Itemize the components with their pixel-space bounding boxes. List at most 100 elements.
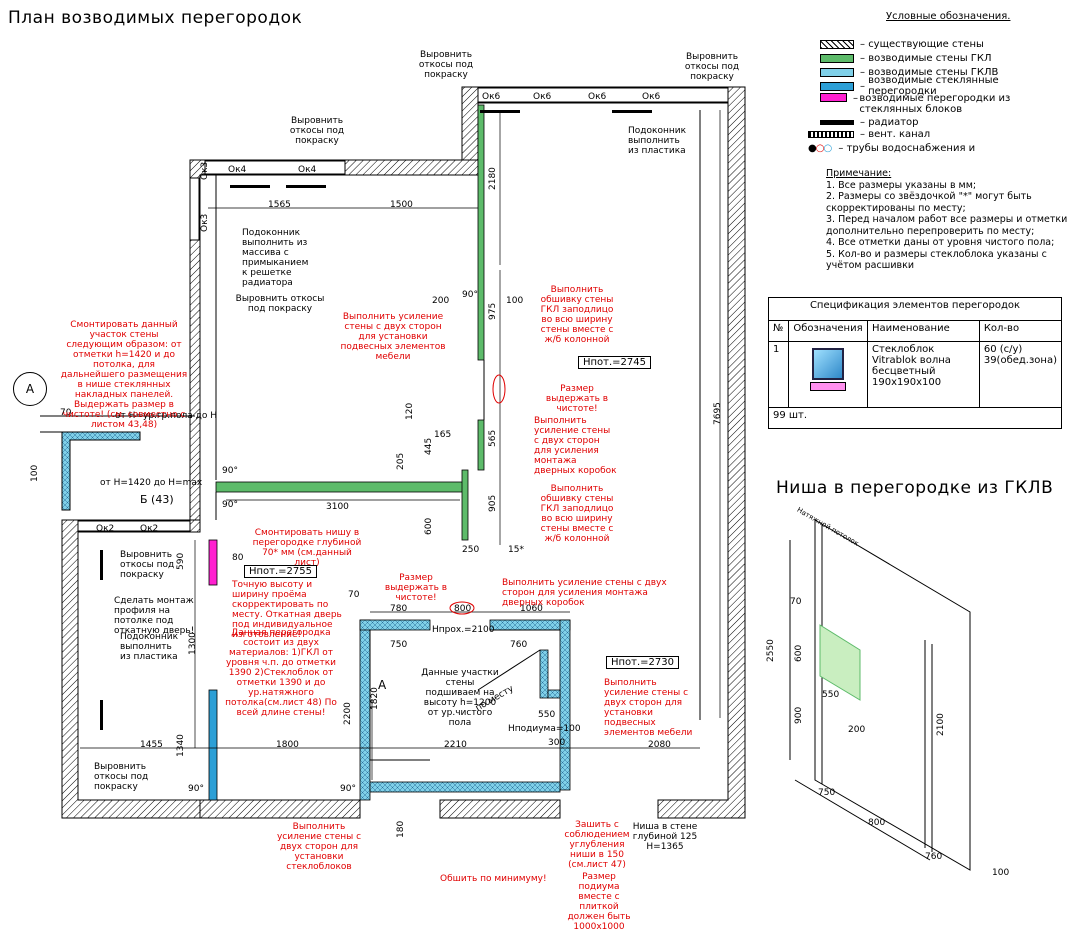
notes-block: Примечание: 1. Все размеры указаны в мм;… <box>826 168 1067 272</box>
dimension: 1565 <box>268 200 291 210</box>
pipes-icon: ●○○ <box>808 142 832 154</box>
dimension: 100 <box>992 868 1010 878</box>
dimension-lines <box>80 110 721 780</box>
legend-item-gklv: – возводимые стены ГКЛВ <box>820 65 998 79</box>
section-dimension: 70 <box>60 408 72 418</box>
angle-label: 90° <box>188 784 204 794</box>
dimension: 905 <box>488 494 498 512</box>
section-a-detail <box>40 415 195 511</box>
dimension: 300 <box>548 738 566 748</box>
spec-header: Обозначения <box>788 320 869 342</box>
angle-label: 90° <box>340 784 356 794</box>
window-label: Ок6 <box>533 92 552 102</box>
dimension: 7695 <box>713 402 723 425</box>
glass-partition <box>208 689 218 801</box>
dimension: 800 <box>868 818 886 828</box>
dimension: 2080 <box>648 740 671 750</box>
dimension: 200 <box>848 725 866 735</box>
annotation-note: Выровнить откосы под покраску <box>235 294 325 314</box>
dimension: 2200 <box>343 702 353 725</box>
window-label: Ок2 <box>96 524 115 534</box>
glassblock-icon <box>812 347 845 380</box>
dimension: 80 <box>232 553 244 563</box>
note-line: 5. Кол-во и размеры стеклоблока указаны … <box>826 248 1047 260</box>
dimension: 70 <box>790 597 802 607</box>
red-note: Смонтировать нишу в перегородке глубиной… <box>252 528 362 568</box>
dimension: 100 <box>506 296 524 306</box>
dimension: 975 <box>488 302 498 320</box>
legend-item-radiator: – радиатор <box>820 115 919 129</box>
spec-cell-symbol <box>788 340 869 409</box>
dimension: 165 <box>434 430 452 440</box>
dimension: 1340 <box>176 734 186 757</box>
dimension: 600 <box>424 517 434 535</box>
section-a-label: A <box>378 678 387 692</box>
dimension: 760 <box>925 852 943 862</box>
section-a-marker: A <box>13 372 47 406</box>
legend-item-existing: – существующие стены <box>820 37 984 51</box>
passage-height: Hпрох.=2100 <box>432 625 495 635</box>
red-note: Выполнить обшивку стены ГКЛ заподлицо во… <box>540 484 614 544</box>
legend-heading: Условные обозначения. <box>886 11 1011 22</box>
radiator-icon <box>820 119 854 125</box>
dimension: 15* <box>508 545 524 555</box>
dimension: 750 <box>818 788 836 798</box>
dimension: 1060 <box>520 604 543 614</box>
legend-label: вент. канал <box>868 128 931 140</box>
window-label: Ок4 <box>228 165 247 175</box>
gklv-walls <box>359 619 571 801</box>
existing-wall-swatch <box>820 39 854 49</box>
annotation-note: Подоконник выполнить из массива с примык… <box>242 228 309 288</box>
dimension: 550 <box>822 690 840 700</box>
dimension: 565 <box>488 429 498 447</box>
legend-item-gkl: – возводимые стены ГКЛ <box>820 51 992 65</box>
red-note: Зашить с соблюдением углубления ниши в 1… <box>564 820 630 870</box>
angle-label: 90° <box>222 466 238 476</box>
annotation-note: Выровнить откосы под покраску <box>120 550 175 580</box>
window-label: Ок6 <box>482 92 501 102</box>
niche-title: Ниша в перегородке из ГКЛВ <box>776 478 1054 498</box>
red-note: Обшить по минимуму! <box>440 874 547 884</box>
window-label: Ок2 <box>140 524 159 534</box>
legend-item-pipes: ●○○ – трубы водоснабжения и <box>808 142 976 154</box>
red-note: Выполнить усиление стены с двух сторон д… <box>276 822 362 872</box>
red-note: Выполнить усиление стены с двух сторон д… <box>502 578 667 608</box>
window-label: Ок6 <box>588 92 607 102</box>
red-note: Смонтировать данный участок стены следую… <box>60 320 188 430</box>
section-dimension: 100 <box>30 464 40 482</box>
room-outlines <box>215 110 701 761</box>
dimension: 200 <box>432 296 450 306</box>
gkl-walls <box>215 104 485 541</box>
dimension: 1500 <box>390 200 413 210</box>
note-line: 4. Все отметки даны от уровня чистого по… <box>826 237 1055 248</box>
dimension: 445 <box>424 437 434 455</box>
window-label: Ок3 <box>200 213 210 232</box>
podium-height: Hподиума=100 <box>508 724 581 734</box>
dimension: 70 <box>348 590 360 600</box>
legend-item-glass: – возводимые стеклянные перегородки <box>820 75 1070 97</box>
dimension: 1800 <box>276 740 299 750</box>
dimension: 205 <box>396 452 406 470</box>
spec-total: 99 шт. <box>768 407 1062 429</box>
section-height-note: от H=ур.гр.пола до H <box>115 411 217 421</box>
window-label: Ок4 <box>298 165 317 175</box>
note-line: 3. Перед началом работ все размеры и отм… <box>826 214 1068 225</box>
window-openings <box>77 87 729 532</box>
dimension: 2550 <box>766 639 776 662</box>
legend-label: возводимые перегородки из стеклянных бло… <box>859 93 1011 115</box>
spec-table: Спецификация элементов перегородок № Обо… <box>767 297 1063 429</box>
plan-title: План возводимых перегородок <box>8 8 303 28</box>
legend-label: существующие стены <box>868 38 984 50</box>
annotation-note: Сделать монтаж профиля на потолке под от… <box>114 596 195 636</box>
red-note: Выполнить усиление стены с двух сторон д… <box>534 416 617 476</box>
note-line: учётом расшивки <box>826 260 915 271</box>
dimension: 2180 <box>488 167 498 190</box>
red-marks <box>449 374 506 615</box>
spec-cell-qty: 60 (с/у) 39(обед.зона) <box>978 340 1063 409</box>
spec-header: № <box>767 320 790 342</box>
annotation-note: Выровнить откосы под покраску <box>289 116 345 146</box>
vent-channel-icon <box>808 130 854 138</box>
dimension: 2100 <box>936 713 946 736</box>
angle-label: 90° <box>462 290 478 300</box>
